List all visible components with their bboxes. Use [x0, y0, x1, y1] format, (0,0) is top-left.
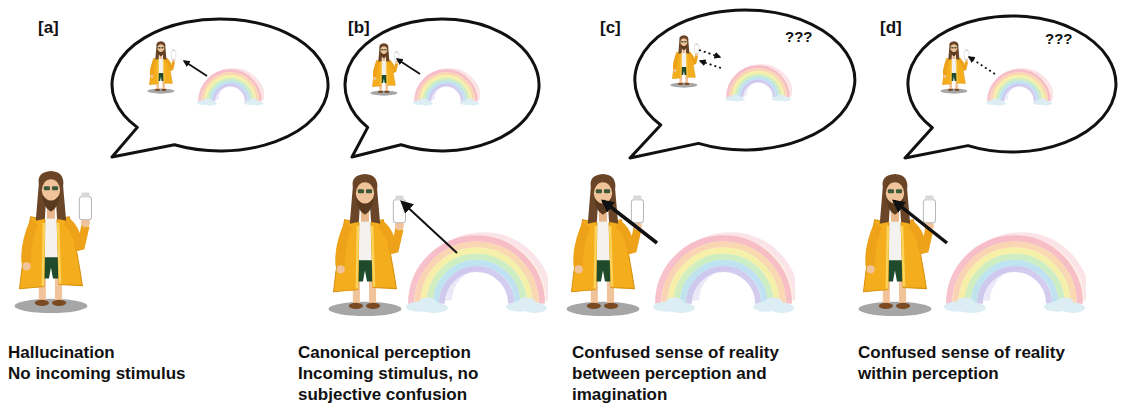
- panel-caption: Hallucination: [8, 342, 115, 363]
- panel-caption: No incoming stimulus: [8, 363, 186, 384]
- panel-letter: [c]: [600, 17, 621, 38]
- bubble-outline: [905, 16, 1116, 158]
- bubble-outline: [908, 16, 1116, 152]
- panel-caption-box: No incoming stimulus: [8, 363, 186, 384]
- question-marks: ???: [1045, 30, 1073, 48]
- panel-letter-box: [b]: [348, 17, 370, 38]
- bubble-outline: [635, 10, 855, 150]
- speech-bubble-fill: [905, 16, 1116, 158]
- man-figure: [858, 174, 935, 316]
- panel-caption-box: Hallucination: [8, 342, 115, 363]
- bubble-outline: [630, 10, 855, 158]
- panel-letter: [a]: [38, 17, 59, 38]
- rainbow: [653, 235, 796, 313]
- panel-caption: Incoming stimulus, no subjective confusi…: [298, 363, 498, 405]
- panel-caption: Confused sense of reality between percep…: [572, 342, 787, 405]
- small-figure: [940, 41, 968, 93]
- small-figure: [147, 41, 175, 93]
- stimulus-arrow: [402, 202, 457, 253]
- panel-caption-box: Canonical perception: [298, 342, 471, 363]
- small-rainbow: [413, 69, 480, 105]
- small-rainbow: [197, 69, 264, 105]
- man-figure: [14, 171, 91, 313]
- stimulus-arrow: [603, 201, 657, 243]
- panel-caption: Confused sense of reality within percept…: [858, 342, 1073, 384]
- small-figure: [370, 43, 398, 95]
- perception-arrow: [397, 59, 420, 74]
- speech-bubble: [112, 19, 328, 157]
- dotted-arrow: [969, 57, 995, 74]
- question-marks: ???: [785, 28, 813, 46]
- dotted-arrow: [700, 61, 721, 68]
- panel-caption-box: Confused sense of reality between percep…: [572, 342, 787, 405]
- speech-bubble-fill: [630, 10, 855, 158]
- speech-bubble: ???: [635, 10, 855, 150]
- panel-letter-box: [c]: [600, 17, 621, 38]
- speech-bubble: ???: [908, 16, 1116, 152]
- panel-caption-box: Incoming stimulus, no subjective confusi…: [298, 363, 498, 405]
- small-figure: [670, 35, 698, 87]
- small-rainbow: [725, 65, 792, 101]
- man-figure: [566, 174, 643, 316]
- panel-caption-box: Confused sense of reality within percept…: [858, 342, 1073, 384]
- panel-letter-box: [a]: [38, 17, 59, 38]
- speech-bubble: [345, 19, 539, 157]
- panel-caption: Canonical perception: [298, 342, 471, 363]
- rainbow: [944, 235, 1087, 313]
- stimulus-arrow: [894, 201, 947, 243]
- panel-letter: [b]: [348, 17, 370, 38]
- man-figure: [328, 174, 405, 316]
- panel-letter-box: [d]: [880, 17, 902, 38]
- perception-arrow: [184, 61, 207, 76]
- panel-letter: [d]: [880, 17, 902, 38]
- dotted-arrow: [699, 50, 720, 57]
- small-rainbow: [986, 69, 1053, 105]
- rainbow: [406, 235, 549, 313]
